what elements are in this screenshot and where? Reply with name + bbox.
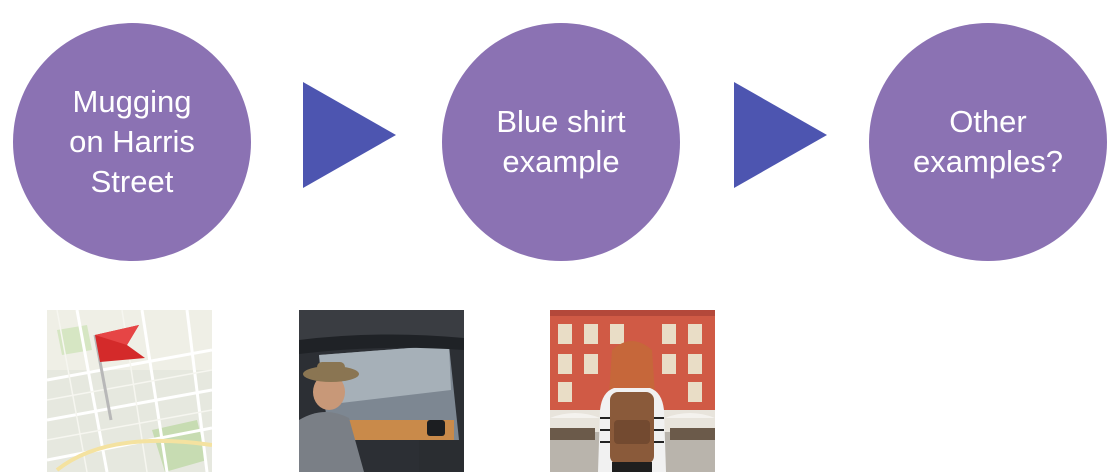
woman-backpack-icon bbox=[550, 310, 715, 472]
step-label-2: Blue shirt example bbox=[496, 104, 626, 179]
step-circle-3: Other examples? bbox=[869, 23, 1107, 261]
step-label-3: Other examples? bbox=[913, 104, 1063, 179]
step-circle-1: Mugging on Harris Street bbox=[13, 23, 251, 261]
plaza-traveler-image bbox=[550, 310, 715, 472]
step-label-1: Mugging on Harris Street bbox=[69, 84, 195, 199]
map-flag-icon bbox=[47, 310, 212, 472]
map-pin-image bbox=[47, 310, 212, 472]
car-window-image bbox=[299, 310, 464, 472]
man-in-car-icon bbox=[299, 310, 464, 472]
arrow-right-icon-2 bbox=[734, 82, 827, 188]
arrow-right-icon-1 bbox=[303, 82, 396, 188]
step-circle-2: Blue shirt example bbox=[442, 23, 680, 261]
